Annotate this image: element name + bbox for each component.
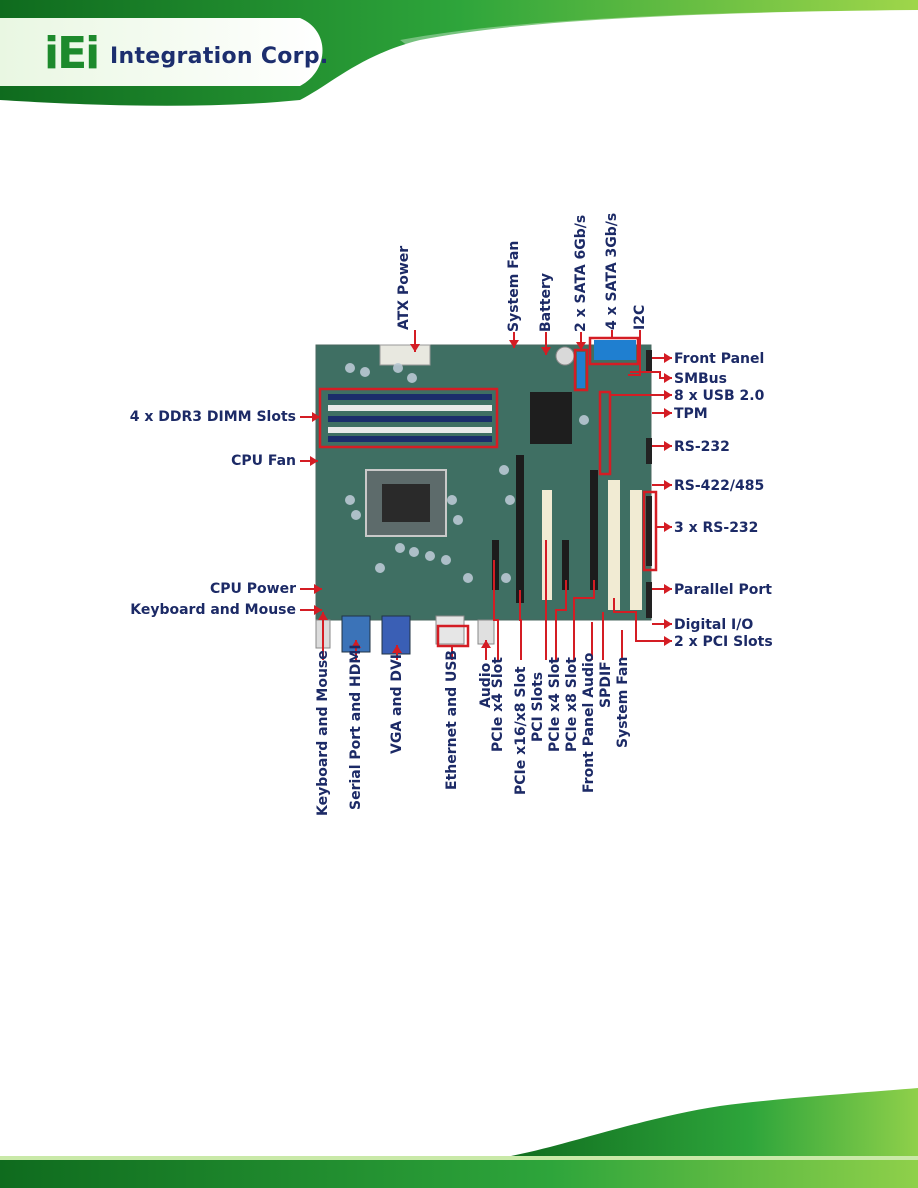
label-digital-io: Digital I/O bbox=[674, 617, 754, 633]
label-pci-slots-x2: 2 x PCI Slots bbox=[674, 634, 773, 650]
label-spdif: SPDIF bbox=[598, 661, 614, 708]
label-pcie-x16-x8: PCIe x16/x8 Slot bbox=[513, 666, 529, 795]
label-pci-slots: PCI Slots bbox=[530, 671, 546, 742]
label-pcie-x8: PCIe x8 Slot bbox=[564, 657, 580, 752]
label-pcie-x4-a: PCIe x4 Slot bbox=[490, 657, 506, 752]
callout-arrowheads bbox=[310, 340, 672, 653]
label-sata-3gb: 4 x SATA 3Gb/s bbox=[604, 212, 620, 330]
label-parallel-port: Parallel Port bbox=[674, 582, 772, 598]
label-pcie-x4-b: PCIe x4 Slot bbox=[547, 657, 563, 752]
label-battery: Battery bbox=[538, 272, 554, 332]
label-sata-6gb: 2 x SATA 6Gb/s bbox=[573, 214, 589, 332]
motherboard-image bbox=[315, 340, 652, 655]
label-system-fan-bottom: System Fan bbox=[615, 656, 631, 748]
label-usb20: 8 x USB 2.0 bbox=[674, 388, 765, 404]
label-serial-hdmi: Serial Port and HDMI bbox=[348, 644, 364, 810]
label-smbus: SMBus bbox=[674, 371, 727, 387]
brand-name: Integration Corp. bbox=[110, 44, 329, 69]
label-cpu-power: CPU Power bbox=[210, 581, 296, 597]
label-keyboard-mouse-left: Keyboard and Mouse bbox=[130, 602, 296, 618]
label-cpu-fan: CPU Fan bbox=[231, 453, 296, 469]
label-atx-power: ATX Power bbox=[396, 245, 412, 330]
brand-logo-mark: iEi bbox=[44, 28, 100, 79]
label-rs232-x3: 3 x RS-232 bbox=[674, 520, 759, 536]
label-ddr3-dimm: 4 x DDR3 DIMM Slots bbox=[129, 409, 296, 425]
label-i2c: I2C bbox=[632, 304, 648, 330]
label-vga-dvi: VGA and DVI bbox=[389, 653, 405, 754]
label-tpm: TPM bbox=[674, 406, 708, 422]
label-front-panel: Front Panel bbox=[674, 351, 765, 367]
label-ethernet-usb: Ethernet and USB bbox=[444, 649, 460, 790]
label-front-panel-audio: Front Panel Audio bbox=[581, 652, 597, 793]
label-rs232: RS-232 bbox=[674, 439, 730, 455]
label-keyboard-mouse-bottom: Keyboard and Mouse bbox=[315, 650, 331, 816]
label-system-fan-top: System Fan bbox=[506, 240, 522, 332]
label-rs422-485: RS-422/485 bbox=[674, 478, 765, 494]
footer-banner bbox=[0, 1088, 918, 1188]
header-banner bbox=[0, 0, 918, 106]
